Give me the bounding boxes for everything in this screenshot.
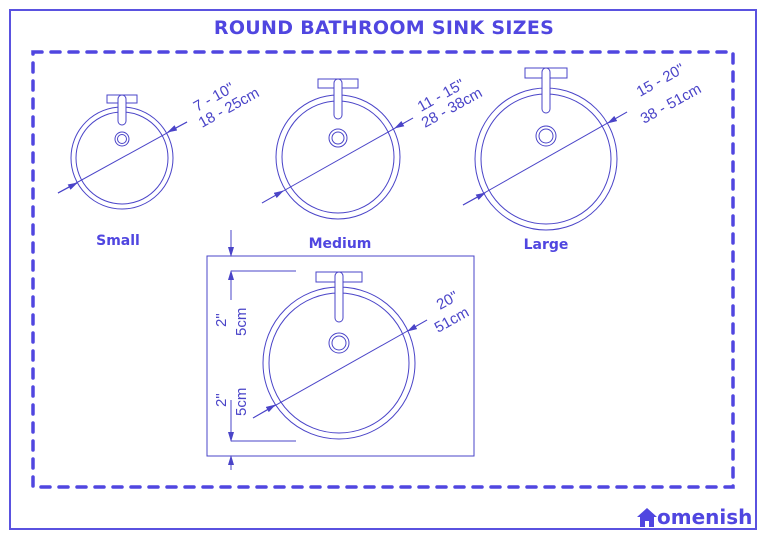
medium-caption: Medium <box>309 236 372 252</box>
brand-name: omenish <box>657 505 753 529</box>
top-clearance-imperial: 2" <box>213 313 230 327</box>
top-clearance-metric: 5cm <box>233 308 250 336</box>
house-icon <box>637 507 657 527</box>
medium-sink <box>261 78 414 220</box>
counter-diameter-metric: 51cm <box>432 304 472 337</box>
large-sink <box>462 67 628 231</box>
small-caption: Small <box>96 233 140 249</box>
diagram-title: ROUND BATHROOM SINK SIZES <box>213 17 555 39</box>
counter-sink <box>206 230 475 470</box>
bottom-clearance-imperial: 2" <box>213 393 230 407</box>
bottom-clearance-metric: 5cm <box>233 388 250 416</box>
dashed-border <box>31 50 735 489</box>
small-sink <box>57 94 188 210</box>
outer-frame <box>9 9 757 530</box>
brand-logo: omenish <box>637 505 752 529</box>
large-caption: Large <box>524 237 569 253</box>
